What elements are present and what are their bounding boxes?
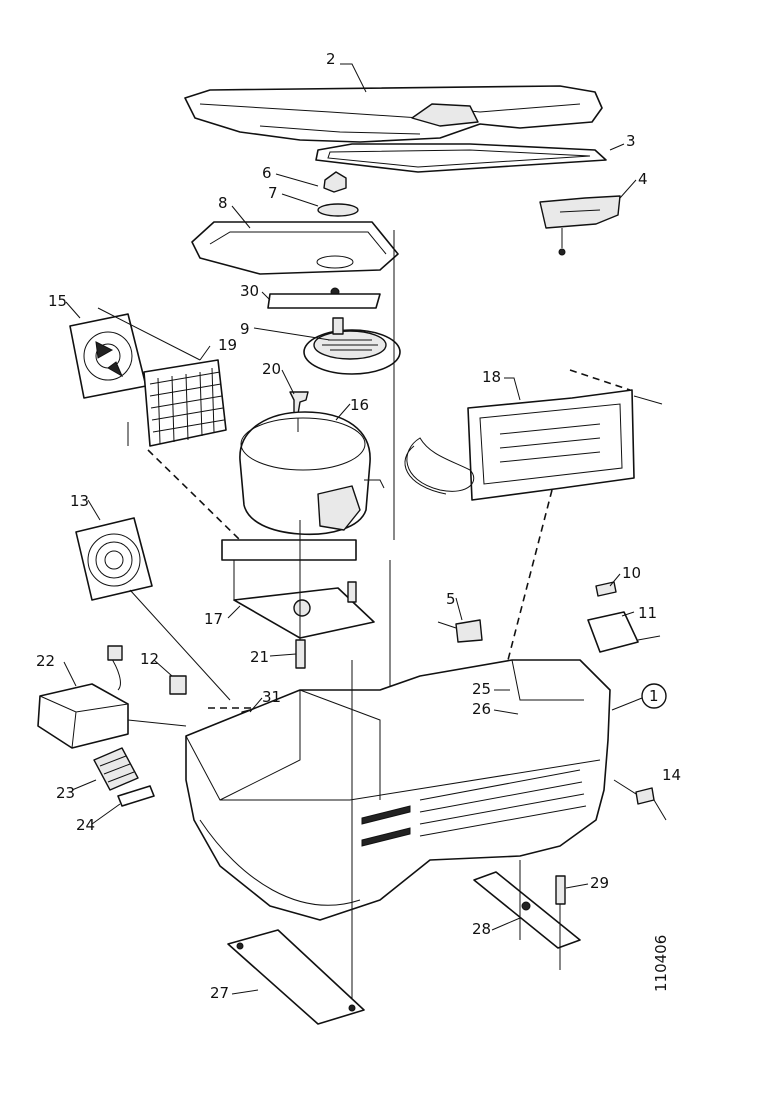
part-23-cover [93,747,139,791]
callout-23: 23 [56,784,75,802]
callout-20: 20 [262,360,281,378]
callout-29: 29 [590,874,609,892]
part-6-knob [323,171,347,193]
callout-30: 30 [240,282,259,300]
callout-6: 6 [262,164,272,182]
callout-5: 5 [446,590,456,608]
callout-10: 10 [622,564,641,582]
callout-1: 1 [649,687,659,705]
callout-3: 3 [626,132,636,150]
callout-labels: 2 3 4 6 7 8 30 9 15 19 20 16 18 13 10 11… [36,50,681,1002]
callout-14: 14 [662,766,681,784]
part-11-panel [587,611,661,653]
part-8-cover [191,221,399,297]
part-17-bracket [221,539,375,639]
callout-19: 19 [218,336,237,354]
callout-22: 22 [36,652,55,670]
callout-leaders [63,63,643,995]
callout-12: 12 [140,650,159,668]
part-29-screw [555,875,566,970]
callout-28: 28 [472,920,491,938]
part-18-evaporator [404,389,635,501]
callout-15: 15 [48,292,67,310]
part-28-foot [473,860,581,949]
callout-1-circle [641,683,667,709]
callout-2: 2 [326,50,336,68]
drawing-number: 110406 [652,935,670,992]
callout-9: 9 [240,320,250,338]
part-4-badge [539,195,621,256]
part-9-thermostat [303,317,401,375]
part-2-lid [184,85,603,143]
callout-17: 17 [204,610,223,628]
callout-18: 18 [482,368,501,386]
part-30-plate [267,293,381,309]
part-27-bottom-plate [227,929,365,1025]
part-13-fan [75,517,153,601]
callout-11: 11 [638,604,657,622]
part-24-bracket [117,785,155,807]
callout-24: 24 [76,816,95,834]
part-15-fan [69,313,147,399]
callout-27: 27 [210,984,229,1002]
part-10-switch [595,581,617,597]
callout-16: 16 [350,396,369,414]
part-5-clip [437,619,483,643]
callout-21: 21 [250,648,269,666]
callout-25: 25 [472,680,491,698]
callout-13: 13 [70,492,89,510]
part-12-plug [169,675,187,695]
part-16-compressor [239,411,385,536]
callout-4: 4 [638,170,648,188]
part-14-hinge [613,779,667,821]
callout-31: 31 [262,688,281,706]
part-1-housing [185,659,611,1000]
part-3-gasket [315,143,607,173]
part-7-washer [317,203,359,217]
callout-7: 7 [268,184,278,202]
callout-8: 8 [218,194,228,212]
part-20-clip [289,391,309,415]
part-19-condenser [143,359,227,447]
part-21-bolts [295,520,357,669]
callout-26: 26 [472,700,491,718]
part-22-control-box [37,645,187,749]
